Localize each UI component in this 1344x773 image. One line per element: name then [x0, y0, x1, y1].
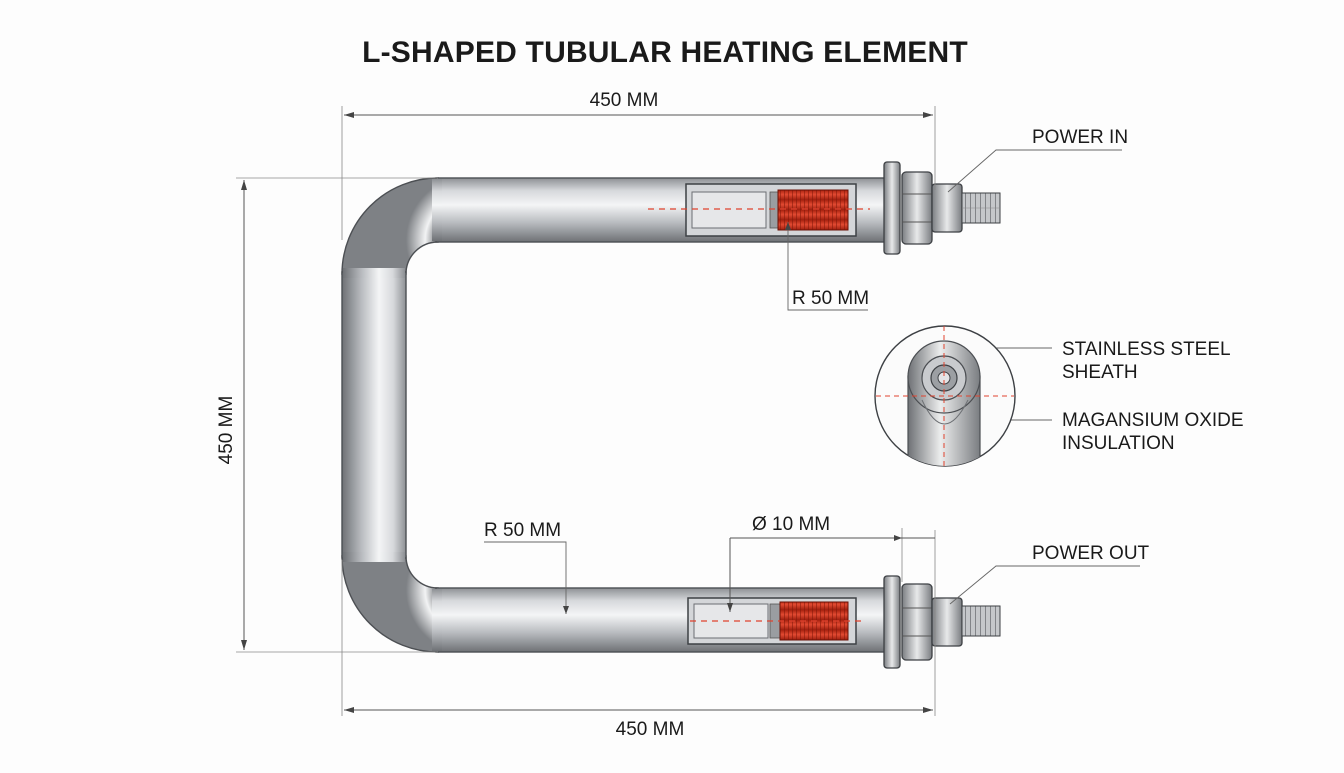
- cross-section-detail: [874, 325, 1016, 467]
- sheath-label-line2: SHEATH: [1062, 362, 1138, 383]
- diameter-label: Ø 10 MM: [752, 514, 830, 535]
- terminal-power-out: [883, 575, 1001, 669]
- sheath-label-line1: STAINLESS STEEL: [1062, 339, 1231, 360]
- bend-radius-top-label: R 50 MM: [792, 288, 869, 309]
- tube-body: [341, 177, 889, 653]
- top-cutaway: [648, 183, 870, 237]
- dimension-height: 450 MM: [216, 396, 237, 465]
- dimension-bottom-width: 450 MM: [616, 719, 685, 740]
- dimension-lines: [236, 106, 1140, 716]
- insulation-label-line1: MAGANSIUM OXIDE: [1062, 410, 1244, 431]
- dimension-top-width: 450 MM: [590, 90, 659, 111]
- diagram-title: L-SHAPED TUBULAR HEATING ELEMENT: [362, 36, 968, 69]
- bottom-cutaway: [687, 597, 862, 645]
- heating-coil: [777, 189, 849, 231]
- insulation-label-line2: INSULATION: [1062, 433, 1175, 454]
- bend-radius-bottom-label: R 50 MM: [484, 520, 561, 541]
- terminal-power-in: [883, 161, 1001, 255]
- power-out-label: POWER OUT: [1032, 543, 1150, 564]
- power-in-label: POWER IN: [1032, 127, 1128, 148]
